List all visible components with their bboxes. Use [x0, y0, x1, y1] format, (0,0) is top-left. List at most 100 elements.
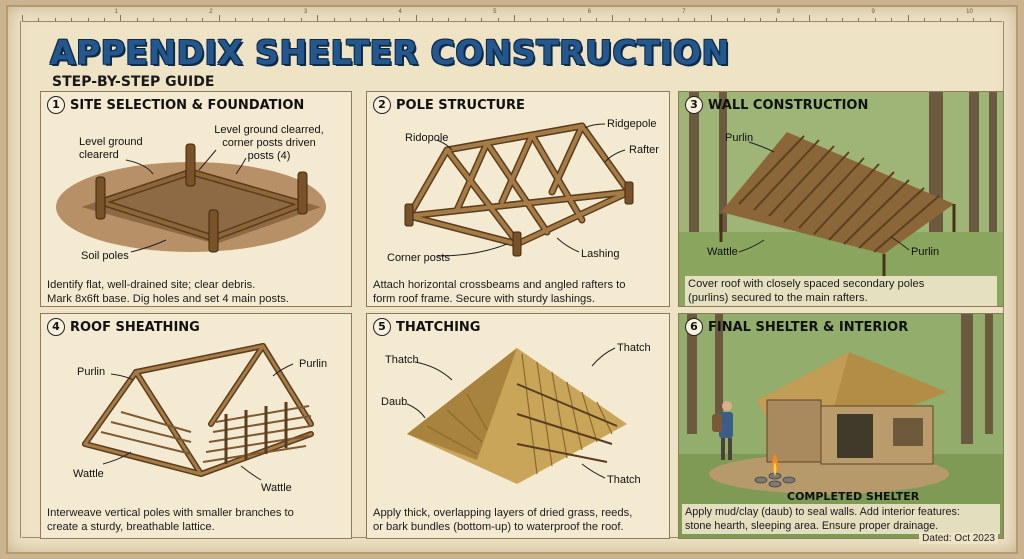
ruler-tick: [514, 15, 515, 21]
step-3-header: 3 WALL CONSTRUCTION: [685, 96, 868, 114]
ruler-tick: [136, 18, 138, 21]
ruler-tick: [628, 18, 630, 21]
step-2-description-line-1: Attach horizontal crossbeams and angled …: [373, 279, 626, 291]
step-2-header: 2 POLE STRUCTURE: [373, 96, 525, 114]
step-5-label-daub: Daub: [381, 396, 408, 408]
pole-structure-illustration: [404, 122, 634, 257]
step-2-panel: 2 POLE STRUCTURE Ridopole Ridgepole Raft…: [366, 91, 670, 307]
step-4-description-line-1: Interweave vertical poles with smaller b…: [47, 507, 294, 519]
ruler-tick: [612, 15, 614, 21]
ruler-tick: [284, 18, 286, 21]
ruler-number: 10: [966, 9, 973, 15]
step-2-label-lashing: Lashing: [581, 248, 620, 260]
step-3-description-line-1: Cover roof with closely spaced secondary…: [688, 278, 925, 290]
ruler-tick: [104, 18, 105, 21]
ruler-tick: [54, 18, 56, 21]
ruler-tick: [153, 18, 155, 21]
step-5-panel: 5 THATCHING Thatch Thatch Daub Thatch Ap…: [366, 313, 670, 539]
ruler-tick: [186, 18, 187, 21]
ruler-number: 1: [114, 9, 118, 15]
ruler-tick: [661, 18, 663, 21]
ruler-tick: [743, 18, 745, 21]
ruler-tick: [87, 18, 89, 21]
step-2-label-corner-posts: Corner posts: [387, 252, 450, 264]
step-2-title: POLE STRUCTURE: [396, 97, 525, 113]
step-2-description-line-2: form roof frame. Secure with sturdy lash…: [373, 293, 595, 305]
ruler-tick: [694, 18, 696, 21]
ruler-tick: [251, 18, 253, 21]
right-ruler: [1003, 21, 1012, 538]
step-1-title: SITE SELECTION & FOUNDATION: [70, 97, 305, 113]
step-3-label-wattle: Wattle: [707, 246, 738, 258]
ruler-tick: [22, 15, 23, 21]
foundation-illustration: [56, 143, 326, 253]
step-4-number: 4: [47, 318, 65, 336]
ruler-number: 2: [209, 9, 213, 15]
step-6-description-line-2: stone hearth, sleeping area. Ensure prop…: [685, 520, 939, 532]
completed-shelter-caption: COMPLETED SHELTER: [787, 490, 920, 503]
ruler-tick: [382, 18, 384, 21]
step-6-description: Apply mud/clay (daub) to seal walls. Add…: [682, 504, 1000, 534]
step-2-description: Attach horizontal crossbeams and angled …: [373, 278, 663, 306]
step-3-description: Cover roof with closely spaced secondary…: [685, 276, 997, 306]
ruler-tick: [792, 18, 794, 21]
left-ruler: [12, 21, 21, 538]
step-1-description-line-1: Identify flat, well-drained site; clear …: [47, 279, 256, 291]
ruler-number: 3: [303, 9, 308, 15]
step-2-label-ridopole: Ridopole: [405, 132, 449, 144]
step-5-description: Apply thick, overlapping layers of dried…: [373, 506, 663, 534]
step-1-panel: 1 SITE SELECTION & FOUNDATION Level grou…: [40, 91, 352, 307]
ruler-tick: [399, 18, 401, 21]
ruler-tick: [218, 15, 220, 21]
ruler-tick: [678, 18, 679, 21]
ruler-tick: [989, 18, 991, 21]
ruler-tick: [432, 18, 433, 21]
step-6-description-line-1: Apply mud/clay (daub) to seal walls. Add…: [685, 506, 960, 518]
ruler-tick: [481, 18, 483, 21]
step-4-header: 4 ROOF SHEATHING: [47, 318, 200, 336]
ruler-tick: [120, 15, 122, 21]
ruler-tick: [940, 18, 942, 21]
step-5-description-line-2: or bark bundles (bottom-up) to waterproo…: [373, 521, 624, 533]
ruler-tick: [760, 18, 761, 21]
step-2-number: 2: [373, 96, 391, 114]
ruler-tick: [858, 18, 860, 21]
ruler-tick: [645, 18, 647, 21]
step-1-label-corner-posts: Level ground clearred, corner posts driv…: [214, 124, 324, 162]
step-3-label-purlin-bottom: Purlin: [911, 246, 940, 258]
step-2-label-ridgepole: Ridgepole: [607, 118, 657, 130]
step-3-title: WALL CONSTRUCTION: [708, 97, 869, 113]
ruler-tick: [71, 18, 73, 21]
ruler-tick: [202, 18, 204, 21]
ruler-tick: [924, 18, 925, 21]
step-5-number: 5: [373, 318, 391, 336]
step-3-label-purlin-top: Purlin: [725, 132, 754, 144]
ruler-tick: [464, 18, 466, 21]
ruler-tick: [809, 15, 811, 21]
step-4-description-line-2: create a sturdy, breathable lattice.: [47, 521, 215, 533]
roof-sheathing-illustration: [82, 343, 314, 481]
ruler-tick: [268, 18, 269, 21]
step-1-number: 1: [47, 96, 65, 114]
ruler-tick: [710, 15, 712, 21]
ruler-tick: [350, 18, 351, 21]
step-1-header: 1 SITE SELECTION & FOUNDATION: [47, 96, 304, 114]
ruler-tick: [956, 18, 958, 21]
step-3-panel: 3 WALL CONSTRUCTION Purlin Wattle Purlin…: [678, 91, 1004, 307]
ruler-number: 5: [493, 9, 497, 15]
ruler-tick: [530, 18, 532, 21]
ruler-tick: [235, 18, 237, 21]
step-4-panel: 4 ROOF SHEATHING Purlin Purlin Wattle Wa…: [40, 313, 352, 539]
thatching-illustration: [406, 347, 627, 484]
ruler-tick: [333, 18, 335, 21]
final-shelter-illustration: [679, 314, 1003, 538]
step-3-number: 3: [685, 96, 703, 114]
ruler-tick: [842, 18, 843, 21]
step-4-description: Interweave vertical poles with smaller b…: [47, 506, 345, 534]
ruler-tick: [448, 18, 450, 21]
step-1-label-level-ground: Level ground clearerd: [79, 136, 143, 161]
ruler-tick: [169, 18, 171, 21]
ruler-tick: [907, 15, 909, 21]
step-5-header: 5 THATCHING: [373, 318, 480, 336]
